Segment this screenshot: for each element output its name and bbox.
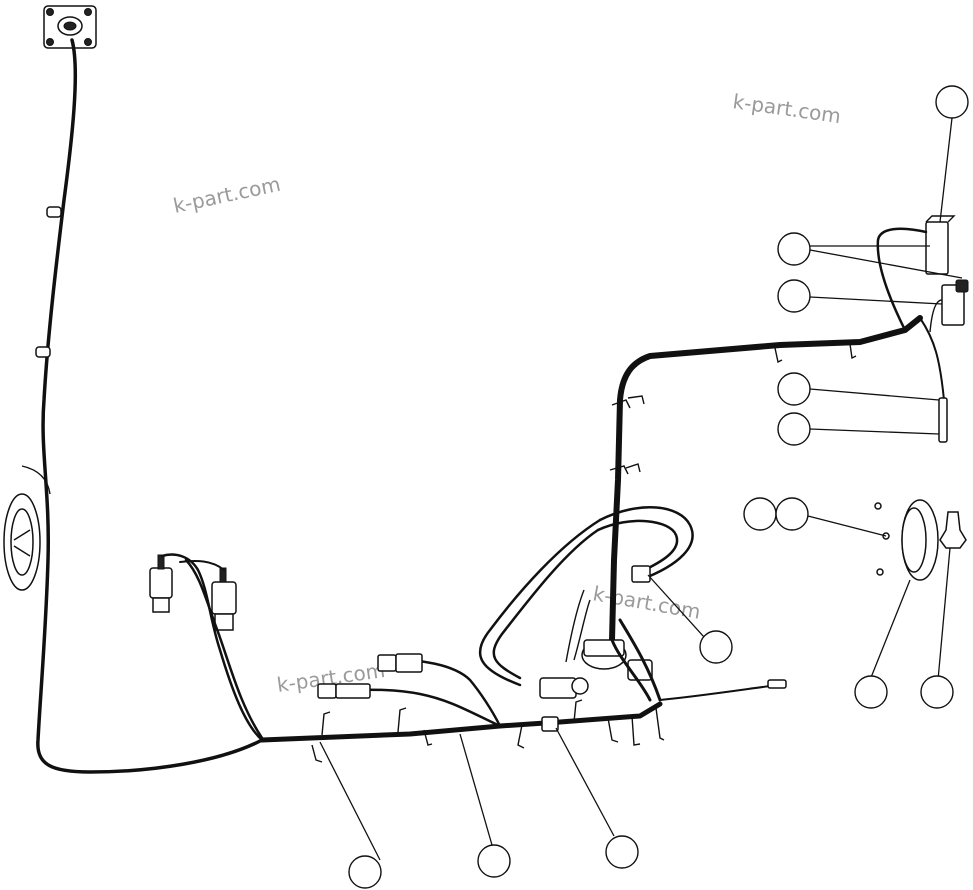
relay-box (925, 215, 956, 275)
top-left-connector (43, 5, 97, 49)
connector-a (317, 683, 371, 699)
watermark-2: k-part.com (731, 89, 842, 128)
left-gauge (3, 465, 51, 591)
fuse-link (938, 397, 948, 443)
center-component (539, 565, 662, 702)
lamp-assembly (874, 499, 967, 581)
leader-lines (319, 117, 963, 861)
callout-6 (743, 497, 777, 531)
vertical-clips (609, 343, 857, 475)
bottom-clips (311, 699, 665, 763)
callout-1 (935, 85, 969, 119)
callout-2 (777, 232, 811, 266)
callout-10 (920, 675, 954, 709)
watermark-1: k-part.com (171, 172, 283, 218)
callout-9 (854, 675, 888, 709)
callout-11 (348, 855, 382, 889)
callout-4 (777, 372, 811, 406)
sensor-left-1 (149, 554, 173, 613)
harness-clip-2 (35, 346, 51, 358)
connector-b (377, 653, 423, 673)
callout-13 (605, 835, 639, 869)
callout-5 (777, 412, 811, 446)
callout-8 (699, 630, 733, 664)
callout-7 (775, 497, 809, 531)
sensor-left-2 (211, 567, 237, 631)
harness-clip-1 (46, 206, 62, 218)
callout-12 (477, 844, 511, 878)
inline-connector (541, 716, 559, 732)
callout-circles (348, 85, 969, 889)
callout-3 (777, 279, 811, 313)
end-terminal (767, 679, 787, 689)
relay-unit (941, 279, 969, 326)
